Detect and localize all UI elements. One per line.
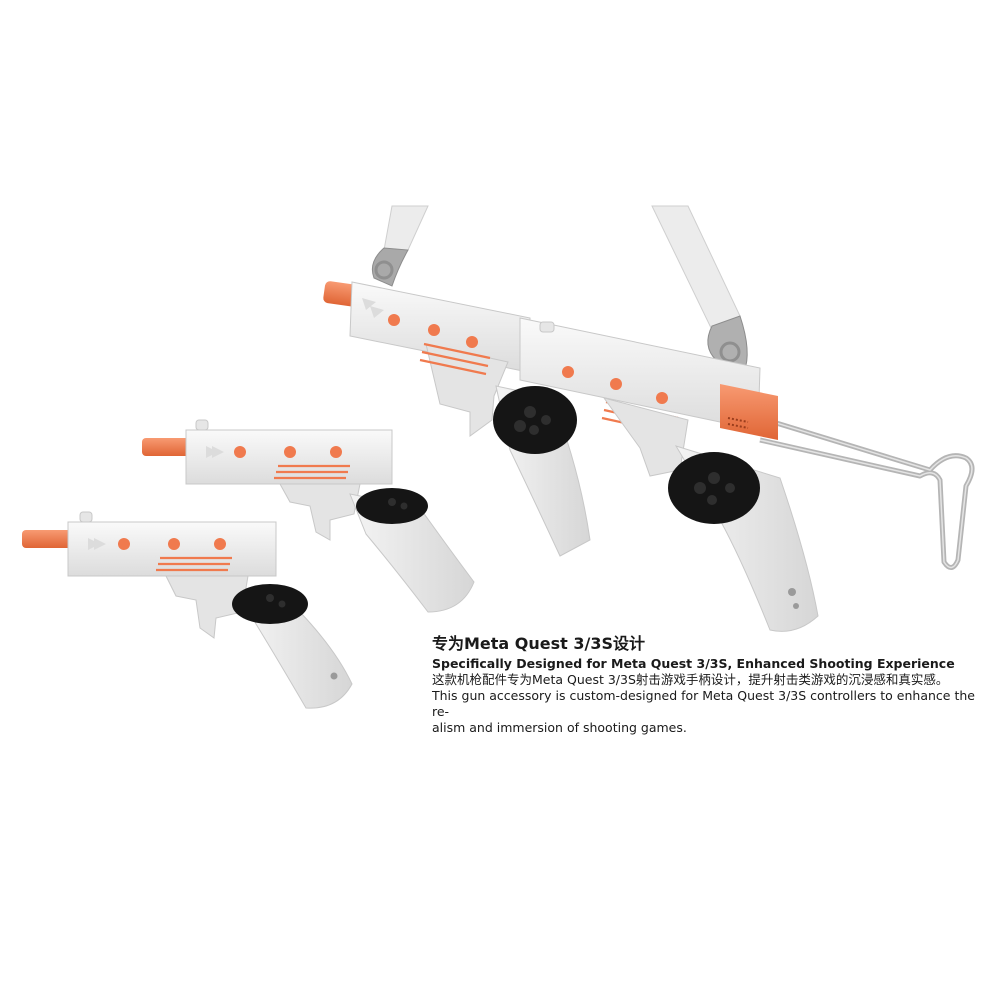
- caption-subheading: Specifically Designed for Meta Quest 3/3…: [432, 656, 955, 671]
- caption-description-en-2: alism and immersion of shooting games.: [432, 720, 687, 735]
- caption-description-cn: 这款机枪配件专为Meta Quest 3/3S射击游戏手柄设计，提升射击类游戏的…: [432, 672, 949, 687]
- medium-pistol-accessory: [142, 419, 475, 613]
- caption-heading: 专为Meta Quest 3/3S设计: [432, 634, 646, 653]
- front-controller: [493, 386, 577, 454]
- small-pistol-muzzle: [22, 530, 72, 548]
- rear-controller: [668, 452, 760, 524]
- small-pistol-accessory: [22, 511, 353, 709]
- small-pistol-controller: [232, 584, 308, 624]
- rifle-accessory: [323, 205, 975, 632]
- caption-description-en-1: This gun accessory is custom-designed fo…: [432, 688, 975, 719]
- medium-pistol-muzzle: [142, 438, 190, 456]
- right-strap: [651, 205, 748, 373]
- product-caption: 专为Meta Quest 3/3S设计 Specifically Designe…: [432, 633, 992, 736]
- left-strap: [371, 205, 429, 287]
